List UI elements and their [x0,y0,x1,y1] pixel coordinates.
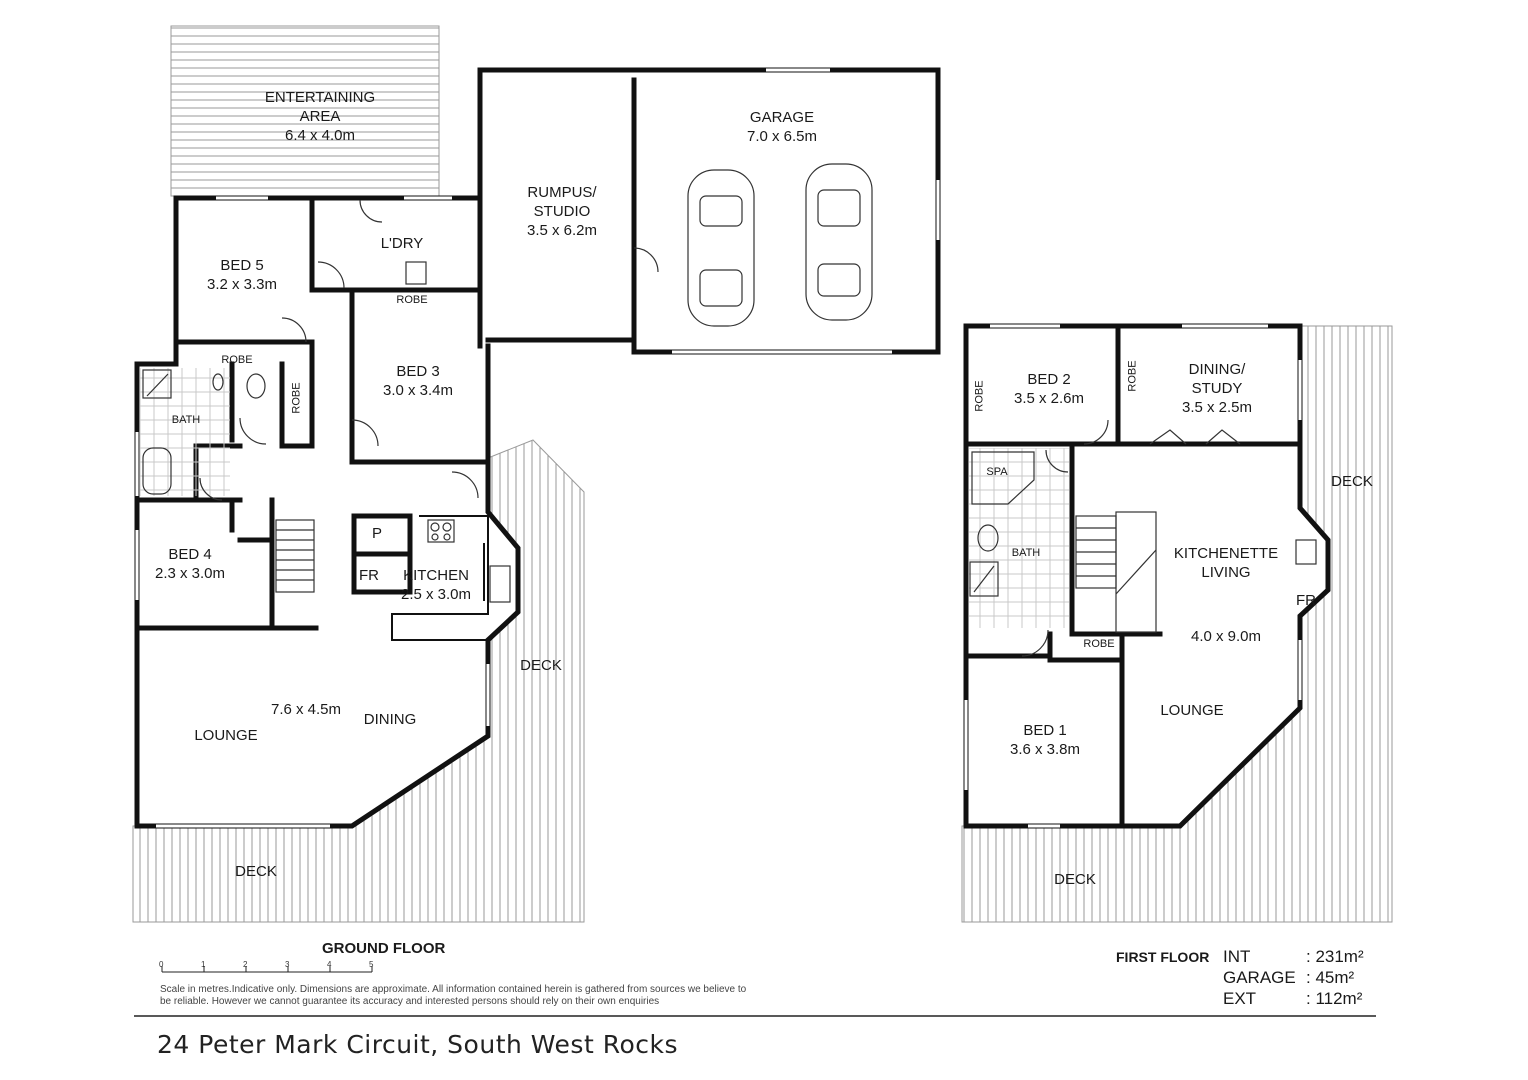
room-name: DINING/ [1188,361,1246,378]
robe-label: ROBE [221,354,253,366]
room-size: 3.6 x 3.8m [1009,741,1081,758]
room-kitchenette: KITCHENETTE LIVING [1174,544,1278,582]
garage-value: : 45m² [1306,968,1355,987]
scale-tick-label: 0 [159,960,164,969]
ground-floor-heading: GROUND FLOOR [322,940,446,957]
room-lounge-first: LOUNGE [1160,701,1223,720]
room-bed4: BED 4 2.3 x 3.0m [155,545,225,583]
room-name: KITCHEN [403,567,469,584]
room-entertaining: ENTERTAINING AREA 6.4 x 4.0m [265,88,375,145]
deck-label: DECK [235,863,277,880]
room-name: BED 1 [1023,722,1067,739]
room-garage: GARAGE 7.0 x 6.5m [747,108,817,146]
first-floor-heading: FIRST FLOOR [1116,949,1210,965]
room-name: BED 5 [220,257,264,274]
room-kitchenette-size: 4.0 x 9.0m [1191,627,1261,646]
ext-value: : 112m² [1306,989,1363,1008]
room-name: AREA [299,108,341,125]
room-rumpus: RUMPUS/ STUDIO 3.5 x 6.2m [527,183,597,240]
robe-label: ROBE [1083,638,1115,650]
spa-label: SPA [986,466,1008,478]
room-name: STUDY [1191,380,1243,397]
first-fixtures [969,419,1317,657]
room-name: RUMPUS/ [527,184,597,201]
room-size: 3.5 x 2.5m [1181,399,1253,416]
room-kitchen: KITCHEN 2.5 x 3.0m [401,566,471,604]
room-name: DINING [363,711,417,728]
room-size: 7.0 x 6.5m [746,128,818,145]
room-name: LOUNGE [1160,702,1224,719]
room-laundry: L'DRY [381,234,424,253]
room-lounge: LOUNGE [194,726,257,745]
scale-tick-label: 1 [201,960,206,969]
room-bed5: BED 5 3.2 x 3.3m [207,256,277,294]
room-name: LOUNGE [194,727,258,744]
room-size: 2.3 x 3.0m [154,565,226,582]
fridge-label: FR [359,567,379,584]
room-name: BED 3 [396,363,440,380]
scale-tick-label: 2 [243,960,248,969]
room-size: 3.2 x 3.3m [206,276,278,293]
scale-tick-label: 5 [369,960,374,969]
robe-label: ROBE [290,382,303,414]
room-size: 6.4 x 4.0m [284,127,356,144]
room-name: L'DRY [380,235,424,252]
entertaining-deck [170,25,440,197]
room-name: BED 4 [168,546,212,563]
property-address: 24 Peter Mark Circuit, South West Rocks [157,1030,678,1059]
ground-fixtures [140,163,873,603]
disclaimer: Scale in metres.Indicative only. Dimensi… [160,984,747,1007]
room-size: 3.5 x 2.6m [1013,390,1085,407]
room-dining-study: DINING/ STUDY 3.5 x 2.5m [1182,360,1252,417]
room-name: GARAGE [749,109,815,126]
area-values: : 231m² : 45m² : 112m² [1306,946,1364,1009]
room-size: 3.5 x 6.2m [526,222,598,239]
scale-tick-label: 4 [327,960,332,969]
int-label: INT [1223,947,1251,966]
deck-label: DECK [520,657,562,674]
area-labels: INT GARAGE EXT [1223,946,1296,1009]
room-name: LIVING [1201,564,1251,581]
room-name: BED 2 [1027,371,1071,388]
room-size: 4.0 x 9.0m [1190,628,1262,645]
int-value: : 231m² [1306,947,1364,966]
deck-label: DECK [1054,871,1096,888]
room-size: 3.0 x 3.4m [382,382,454,399]
room-name: STUDIO [533,203,591,220]
room-dining: DINING [364,710,417,729]
room-name: ENTERTAINING [264,89,376,106]
scale-tick-label: 3 [285,960,290,969]
room-bath: BATH [172,414,201,427]
room-name: KITCHENETTE [1173,545,1279,562]
room-size: 2.5 x 3.0m [400,586,472,603]
scale-bar [161,966,373,973]
room-bath-first: BATH [1012,547,1041,560]
robe-label: ROBE [1126,360,1139,392]
ext-label: EXT [1223,989,1257,1008]
room-dining-size: 7.6 x 4.5m [271,700,341,719]
deck-label: DECK [1331,473,1373,490]
pantry-label: P [371,525,383,542]
robe-label: ROBE [973,380,986,412]
room-bed2: BED 2 3.5 x 2.6m [1014,370,1084,408]
garage-label: GARAGE [1223,968,1296,987]
room-name: BATH [171,414,201,426]
room-size: 7.6 x 4.5m [270,701,342,718]
room-bed1: BED 1 3.6 x 3.8m [1010,721,1080,759]
room-name: BATH [1011,547,1041,559]
room-bed3: BED 3 3.0 x 3.4m [383,362,453,400]
robe-label: ROBE [396,294,428,306]
fridge-label: FR [1296,592,1316,609]
